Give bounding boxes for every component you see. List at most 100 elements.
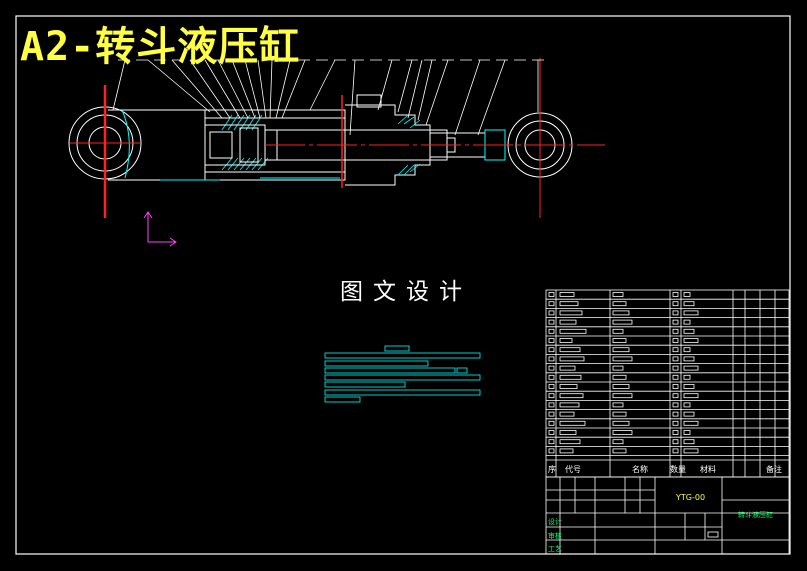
parts-cell-mark <box>559 402 580 408</box>
parts-cell-mark <box>548 411 555 417</box>
parts-cell-mark <box>683 356 695 362</box>
parts-cell-mark <box>683 292 691 297</box>
cylinder-assembly <box>68 94 573 186</box>
parts-cell-mark <box>559 292 575 297</box>
parts-cell-mark <box>548 420 555 426</box>
header-qty: 数量 <box>670 465 686 474</box>
parts-cell-mark <box>612 430 633 435</box>
tb-design-label: 设计 <box>548 518 562 526</box>
oil-port <box>356 94 382 108</box>
parts-cell-mark <box>548 374 555 380</box>
parts-cell-mark <box>548 319 555 325</box>
parts-cell-mark <box>683 384 695 389</box>
parts-cell-mark <box>559 301 579 307</box>
parts-cell-mark <box>559 347 581 353</box>
parts-cell-mark <box>612 347 630 353</box>
parts-cell-mark <box>612 365 624 371</box>
parts-cell-mark <box>548 310 555 316</box>
parts-cell-mark <box>548 439 555 445</box>
parts-cell-mark <box>559 319 577 325</box>
parts-cell-mark <box>672 374 679 380</box>
parts-cell-mark <box>683 430 691 435</box>
parts-cell-mark <box>548 430 555 435</box>
parts-cell-mark <box>559 393 584 399</box>
parts-cell-mark <box>672 430 679 435</box>
parts-cell-mark <box>683 365 699 371</box>
parts-cell-mark <box>672 347 679 353</box>
parts-cell-mark <box>672 310 679 316</box>
parts-cell-mark <box>683 411 695 417</box>
cylinder-head-left <box>108 109 206 181</box>
drawing-number: YTG-00 <box>676 493 706 502</box>
parts-cell-mark <box>548 384 555 389</box>
centerlines <box>70 58 605 218</box>
parts-cell-mark <box>612 411 627 417</box>
parts-cell-mark <box>612 384 630 389</box>
parts-cell-mark <box>672 319 679 325</box>
parts-cell-mark <box>612 292 624 297</box>
parts-cell-mark <box>548 338 555 343</box>
parts-cell-mark <box>612 420 630 426</box>
parts-cell-mark <box>672 301 679 307</box>
parts-cell-mark <box>683 310 699 316</box>
parts-cell-mark <box>672 448 679 454</box>
header-item-number: 序 <box>548 465 556 474</box>
cylinder-head-curve <box>121 109 130 179</box>
header-material: 材料 <box>700 465 716 474</box>
parts-cell-mark <box>559 411 575 417</box>
parts-list-rows <box>546 298 789 461</box>
parts-cell-mark <box>548 347 555 353</box>
parts-cell-mark <box>683 448 699 454</box>
parts-cell-mark <box>672 356 679 362</box>
parts-cell-mark <box>672 365 679 371</box>
parts-cell-mark <box>672 328 679 334</box>
drawing-name: 转斗液压缸 <box>738 511 773 519</box>
parts-cell-mark <box>559 448 574 454</box>
parts-cell-mark <box>683 347 691 353</box>
ucs-axis-icon <box>143 211 177 247</box>
tb-process-label: 工艺 <box>548 545 562 553</box>
parts-cell-mark <box>672 420 679 426</box>
parts-cell-mark <box>548 328 555 334</box>
parts-cell-mark <box>548 402 555 408</box>
parts-cell-mark <box>612 402 624 408</box>
parts-cell-mark <box>612 439 624 445</box>
parts-cell-mark <box>672 402 679 408</box>
technical-notes-block <box>324 345 481 403</box>
header-name: 名称 <box>632 465 648 474</box>
parts-cell-mark <box>672 411 679 417</box>
header-code: 代号 <box>565 465 581 474</box>
parts-cell-mark <box>612 356 633 362</box>
parts-cell-mark <box>683 319 691 325</box>
header-remark: 备注 <box>766 465 782 474</box>
parts-cell-mark <box>672 393 679 399</box>
parts-cell-mark <box>559 430 577 435</box>
parts-cell-mark <box>548 365 555 371</box>
drawing-title: A2-转斗液压缸 <box>20 24 301 70</box>
parts-cell-mark <box>559 328 587 334</box>
tb-check-label: 审核 <box>548 532 562 540</box>
parts-cell-mark <box>559 420 586 426</box>
part-leaders <box>112 59 550 136</box>
parts-cell-mark <box>559 384 578 389</box>
parts-cell-mark <box>559 374 582 380</box>
parts-cell-mark <box>672 439 679 445</box>
parts-cell-mark <box>612 338 627 343</box>
title-block <box>545 476 790 555</box>
parts-cell-mark <box>683 402 691 408</box>
parts-cell-mark <box>559 439 581 445</box>
parts-cell-mark <box>548 448 555 454</box>
parts-list-cells <box>548 292 699 454</box>
parts-cell-mark <box>683 328 695 334</box>
parts-cell-mark <box>612 319 633 325</box>
parts-cell-mark <box>683 338 699 343</box>
parts-cell-mark <box>672 338 679 343</box>
parts-cell-mark <box>683 393 699 399</box>
parts-cell-mark <box>612 393 633 399</box>
parts-cell-mark <box>548 292 555 297</box>
parts-cell-mark <box>559 310 583 316</box>
parts-cell-mark <box>548 393 555 399</box>
parts-cell-mark <box>548 356 555 362</box>
parts-cell-mark <box>683 420 699 426</box>
